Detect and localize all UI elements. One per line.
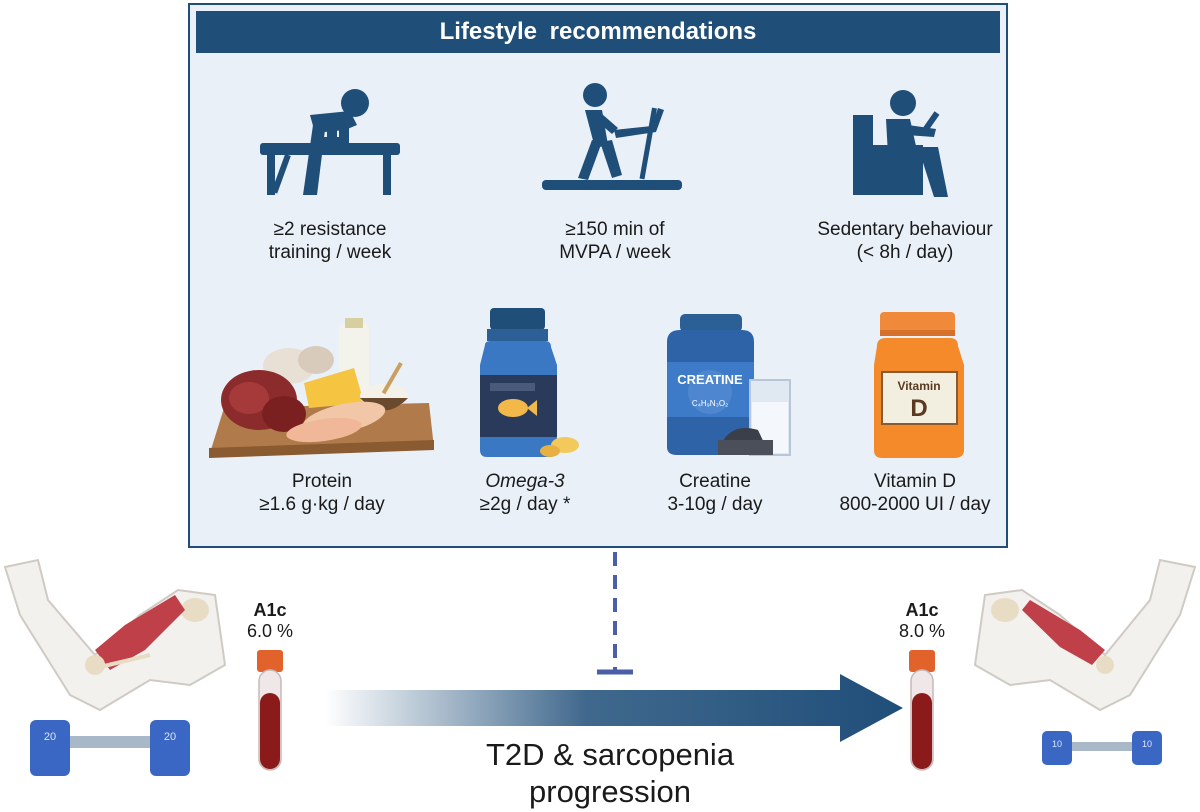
caption-omega3: Omega-3 ≥2g / day * bbox=[435, 470, 615, 516]
caption-line2: (< 8h / day) bbox=[856, 242, 954, 263]
caption-creatine: Creatine 3-10g / day bbox=[625, 470, 805, 516]
caption-line1: Vitamin D bbox=[873, 471, 956, 492]
panel-title: Lifestyle recommendations bbox=[196, 11, 1000, 53]
heavy-dumbbell-icon: 20 20 bbox=[30, 720, 190, 776]
caption-line1: Protein bbox=[291, 471, 353, 492]
creatine-label: CREATINE bbox=[677, 372, 743, 387]
caption-line2: ≥2g / day * bbox=[479, 494, 571, 515]
resistance-training-icon bbox=[260, 89, 400, 195]
creatine-tub-icon: CREATINE C₄H₉N₃O₂ bbox=[667, 314, 791, 456]
vitamin-label: Vitamin bbox=[897, 379, 940, 393]
a1c-label: A1c bbox=[905, 600, 939, 620]
blood-tube-left-icon bbox=[257, 650, 283, 771]
a1c-left: A1c 6.0 % bbox=[230, 600, 310, 642]
caption-line2: ≥1.6 g·kg / day bbox=[259, 494, 385, 515]
vitamin-d-bottle-icon: Vitamin D bbox=[874, 312, 964, 458]
treadmill-icon bbox=[542, 83, 682, 190]
light-dumbbell-weight-right: 10 bbox=[1142, 739, 1152, 749]
light-dumbbell-weight: 10 bbox=[1052, 739, 1062, 749]
a1c-label: A1c bbox=[253, 600, 287, 620]
sedentary-icon bbox=[853, 90, 948, 197]
progression-line2: progression bbox=[529, 774, 691, 809]
caption-line1: Creatine bbox=[679, 471, 751, 492]
a1c-value: 6.0 % bbox=[246, 621, 294, 641]
caption-line1: Omega-3 bbox=[485, 471, 565, 492]
caption-sedentary: Sedentary behaviour (< 8h / day) bbox=[795, 218, 1015, 264]
healthy-arm-icon bbox=[3, 558, 227, 712]
caption-mvpa: ≥150 min of MVPA / week bbox=[505, 218, 725, 264]
vitamin-letter: D bbox=[910, 395, 927, 422]
caption-protein: Protein ≥1.6 g·kg / day bbox=[222, 470, 422, 516]
progression-label: T2D & sarcopenia progression bbox=[470, 736, 750, 810]
caption-line2: training / week bbox=[268, 242, 392, 263]
caption-line2: MVPA / week bbox=[559, 242, 671, 263]
blood-tube-right-icon bbox=[909, 650, 935, 771]
a1c-value: 8.0 % bbox=[898, 621, 946, 641]
heavy-dumbbell-weight: 20 bbox=[44, 731, 56, 743]
caption-resistance: ≥2 resistance training / week bbox=[225, 218, 435, 264]
caption-vitamin-d: Vitamin D 800-2000 UI / day bbox=[815, 470, 1015, 516]
omega3-bottle-icon bbox=[480, 308, 579, 457]
heavy-dumbbell-weight-right: 20 bbox=[164, 731, 176, 743]
caption-line1: ≥150 min of bbox=[565, 219, 665, 240]
light-dumbbell-icon: 10 10 bbox=[1042, 731, 1162, 765]
protein-food-icon bbox=[209, 318, 434, 458]
a1c-right: A1c 8.0 % bbox=[882, 600, 962, 642]
inhibition-connector bbox=[597, 552, 633, 675]
weak-arm-icon bbox=[973, 558, 1197, 712]
progression-arrow bbox=[325, 674, 903, 742]
caption-line2: 800-2000 UI / day bbox=[839, 494, 991, 515]
caption-line2: 3-10g / day bbox=[667, 494, 763, 515]
caption-line1: ≥2 resistance bbox=[273, 219, 387, 240]
progression-line1: T2D & sarcopenia bbox=[485, 737, 735, 772]
caption-line1: Sedentary behaviour bbox=[817, 219, 993, 240]
creatine-formula: C₄H₉N₃O₂ bbox=[692, 399, 728, 408]
